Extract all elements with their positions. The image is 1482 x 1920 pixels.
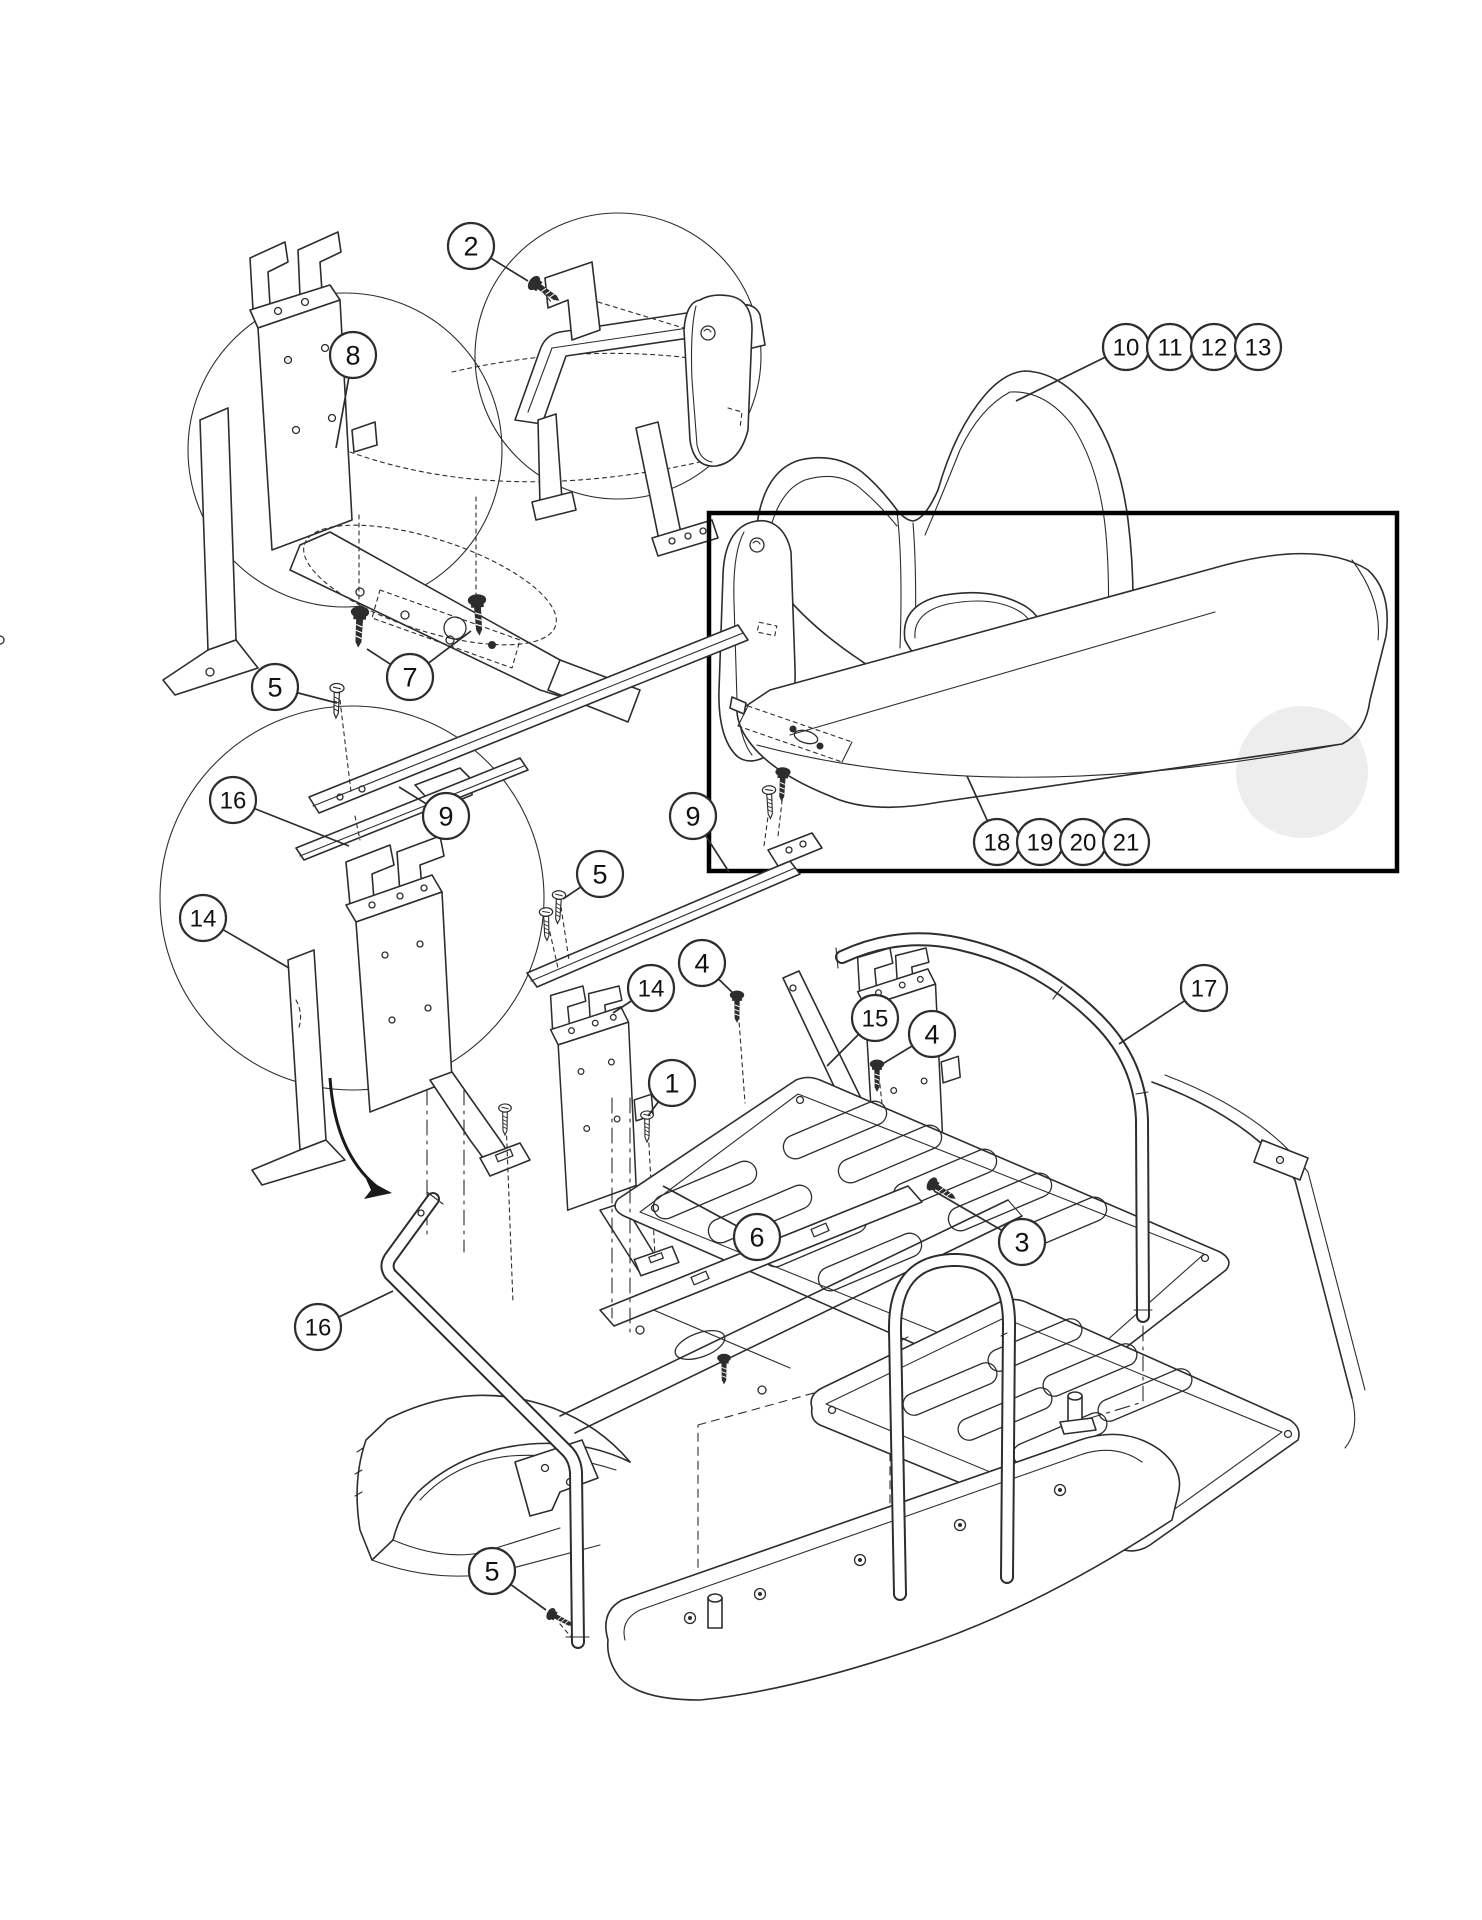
callout-number-2: 2 — [463, 231, 478, 261]
leader-line-5c — [510, 1583, 547, 1611]
detail-circle-rails — [159, 705, 545, 1091]
seat-hinge-bracket-detail — [0, 231, 641, 723]
leader-line-9a — [398, 786, 427, 805]
callout-number-1: 1 — [664, 1068, 679, 1098]
leader-line-17 — [1118, 999, 1186, 1045]
screw-box-right — [773, 766, 792, 803]
leader-line-16a — [254, 807, 350, 847]
leader-line-10 — [1015, 356, 1106, 402]
callout-number-18: 18 — [984, 829, 1011, 856]
right-grab-bar — [835, 932, 1153, 1420]
callout-number-20: 20 — [1070, 829, 1097, 856]
callout-5a — [250, 662, 300, 712]
leader-line-1 — [647, 1101, 660, 1117]
callout-8 — [328, 330, 378, 380]
callout-number-6: 6 — [749, 1222, 764, 1252]
leader-line-4a — [717, 978, 736, 996]
callout-number-5a: 5 — [267, 672, 282, 702]
callout-14b — [626, 963, 676, 1013]
screw-7-left — [348, 605, 371, 649]
callout-number-5b: 5 — [592, 859, 607, 889]
screw-1-left — [498, 1103, 512, 1136]
leader-line-15 — [826, 1033, 860, 1067]
callout-number-16b: 16 — [305, 1314, 332, 1341]
callout-number-13: 13 — [1245, 334, 1272, 361]
leader-line-7 — [366, 648, 392, 666]
callout-5c — [467, 1546, 517, 1596]
leader-line-16b — [338, 1290, 394, 1318]
left-grab-bar — [380, 1191, 590, 1649]
detail-circle-bracket — [187, 292, 503, 608]
callout-7 — [385, 652, 435, 702]
leader-line-3 — [933, 1190, 1003, 1232]
callout-4b — [907, 1009, 957, 1059]
callout-number-19: 19 — [1027, 829, 1054, 856]
watermark-circle — [1236, 706, 1368, 838]
ghost-seat-outline — [349, 352, 741, 483]
callout-layer: 2 8 10 11 12 13 7 5 16 9 14 9 5 14 4 15 4 1 17 6 3 16 5 18 19 20 2… — [178, 221, 1283, 1611]
detail-circle-hip-restraint — [474, 212, 762, 500]
screw-4-left — [729, 990, 745, 1024]
callout-number-10: 10 — [1113, 334, 1140, 361]
callout-16b — [293, 1302, 343, 1352]
leader-line-4b — [878, 1045, 913, 1067]
callout-number-11: 11 — [1158, 334, 1183, 361]
callout-3 — [997, 1217, 1047, 1267]
leader-line-5a — [297, 691, 338, 704]
callout-number-4b: 4 — [924, 1019, 939, 1049]
callout-number-4a: 4 — [694, 948, 709, 978]
callout-1 — [647, 1058, 697, 1108]
screw-5-mid-b — [550, 889, 567, 925]
screw-box-left — [761, 784, 778, 820]
callout-5b — [575, 849, 625, 899]
leader-line-6 — [662, 1185, 738, 1227]
callout-2 — [446, 221, 496, 271]
callout-number-5c: 5 — [484, 1556, 499, 1586]
callout-number-3: 3 — [1014, 1227, 1029, 1257]
callout-13 — [1233, 322, 1283, 372]
callout-14a — [178, 893, 228, 943]
callout-9a — [421, 791, 471, 841]
callout-number-7: 7 — [402, 662, 417, 692]
screw-5-mid-a — [538, 906, 555, 942]
seat-inset-box — [706, 510, 1400, 874]
callout-number-8: 8 — [345, 340, 360, 370]
screw-deck — [716, 1353, 732, 1385]
callout-number-21: 21 — [1113, 829, 1140, 856]
callout-9b — [668, 791, 718, 841]
callout-number-14b: 14 — [638, 975, 665, 1002]
callout-16a — [208, 775, 258, 825]
callout-6 — [732, 1212, 782, 1262]
hip-restraint-detail — [514, 261, 766, 557]
leader-line-18 — [966, 775, 989, 822]
leader-line-5b — [562, 886, 582, 900]
callout-number-15: 15 — [862, 1005, 889, 1032]
callout-17 — [1179, 963, 1229, 1013]
leader-line-9b — [704, 834, 730, 873]
screw-1 — [640, 1110, 654, 1143]
bench-seat — [718, 370, 1388, 809]
callout-15 — [850, 993, 900, 1043]
callout-4a — [677, 938, 727, 988]
callout-number-12: 12 — [1201, 334, 1228, 361]
callout-21 — [1101, 817, 1151, 867]
leader-line-14a — [222, 928, 290, 969]
callout-number-16a: 16 — [220, 787, 247, 814]
leader-line-8 — [335, 377, 350, 449]
mount-rails-detail — [251, 624, 749, 1199]
callout-number-17: 17 — [1191, 975, 1218, 1002]
leader-line-7 — [427, 630, 472, 664]
leader-line-14b — [612, 999, 633, 1014]
callout-number-14a: 14 — [190, 905, 217, 932]
callout-number-9a: 9 — [438, 801, 453, 831]
leader-line-2 — [490, 257, 529, 282]
callout-number-9b: 9 — [685, 801, 700, 831]
